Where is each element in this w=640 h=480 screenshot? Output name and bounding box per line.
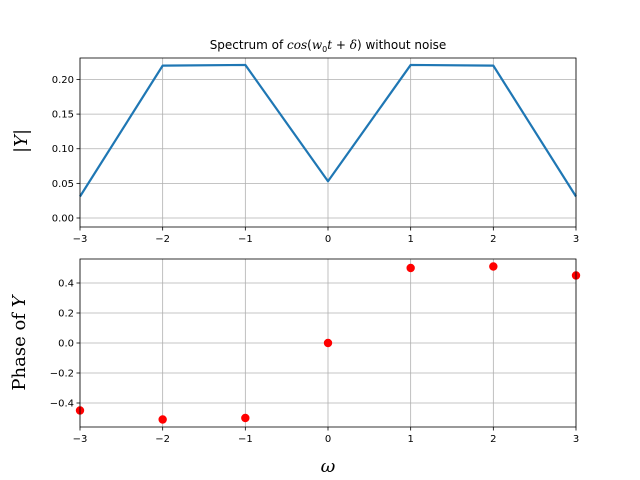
x-tick-label: −2 — [155, 234, 170, 245]
x-tick-label: 1 — [407, 434, 413, 445]
phase-subplot: Phase of Y ω −3 −2 −1 0 1 2 3 −0.4 −0.2 0.0 0.2 0.4 — [9, 258, 581, 477]
phase-point — [158, 415, 167, 424]
x-tick-label: 3 — [573, 434, 579, 445]
phase-y-axis-label: Phase of Y — [9, 293, 30, 390]
x-tick-label: 3 — [573, 234, 579, 245]
magnitude-subplot: Spectrum of cos(w0t + δ) without noise |… — [11, 38, 579, 245]
phase-point — [489, 262, 498, 271]
y-tick-label: 0.2 — [58, 309, 74, 320]
y-tick-label: 0.15 — [52, 110, 74, 121]
x-tick-label: 0 — [325, 434, 331, 445]
plot-frame — [79, 57, 577, 228]
plot-frame — [79, 258, 577, 428]
phase-point — [406, 263, 415, 273]
x-tick-label: 1 — [407, 234, 413, 245]
y-tick-label: −0.2 — [50, 369, 74, 380]
y-tick-label: −0.4 — [50, 399, 74, 410]
phase-x-axis-label: ω — [321, 456, 336, 477]
x-tick-label: 2 — [490, 234, 496, 245]
magnitude-plot-title: Spectrum of cos(w0t + δ) without noise — [210, 38, 447, 54]
phase-point — [241, 413, 250, 423]
grid — [79, 259, 577, 427]
x-tick-label: −1 — [238, 234, 253, 245]
ticks: −3 −2 −1 0 1 2 3 −0.4 −0.2 0.0 0.2 0.4 — [50, 279, 579, 446]
magnitude-line — [79, 63, 577, 198]
ticks: −3 −2 −1 0 1 2 3 0.00 0.05 0.10 0.15 0.20 — [52, 75, 579, 245]
x-tick-label: −3 — [73, 234, 88, 245]
x-tick-label: −1 — [238, 434, 253, 445]
y-tick-label: 0.05 — [52, 179, 74, 190]
data-series — [79, 63, 577, 198]
y-tick-label: 0.20 — [52, 75, 74, 86]
x-tick-label: −2 — [155, 434, 170, 445]
y-tick-label: 0.0 — [58, 339, 74, 350]
magnitude-y-axis-label: |Y| — [11, 129, 32, 153]
x-tick-label: 0 — [325, 234, 331, 245]
x-tick-label: 2 — [490, 434, 496, 445]
y-tick-label: 0.4 — [58, 279, 74, 290]
x-tick-label: −3 — [73, 434, 88, 445]
y-tick-label: 0.10 — [52, 144, 74, 155]
data-series — [75, 262, 581, 424]
phase-point — [323, 338, 333, 348]
y-tick-label: 0.00 — [52, 213, 74, 224]
